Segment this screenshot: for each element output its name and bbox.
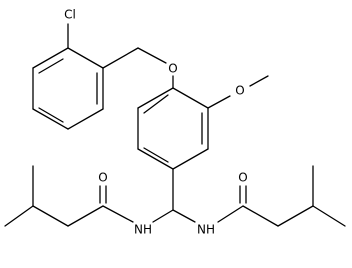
ring-o-methoxy-bond <box>207 95 231 109</box>
chlorophenyl-ring <box>32 47 104 130</box>
right-amide-chain <box>217 165 346 227</box>
left-nh-label: NH <box>134 223 152 237</box>
ch-nh-left-bond <box>152 209 174 223</box>
central-ring <box>137 87 209 170</box>
ring-ch2-bond <box>102 47 139 69</box>
right-nh-label: NH <box>197 223 215 237</box>
left-carbonyl-oxygen-label: O <box>98 171 107 185</box>
ch-nh-right-bond <box>172 209 196 223</box>
left-amide-chain <box>4 165 134 227</box>
ether-oxygen-label: O <box>168 62 177 76</box>
methoxy-oxygen-label: O <box>235 84 244 98</box>
ch2-o-bond <box>137 47 167 64</box>
o-methyl-bond <box>249 75 269 87</box>
right-carbonyl-oxygen-label: O <box>238 171 247 185</box>
chlorine-label: Cl <box>64 8 76 22</box>
